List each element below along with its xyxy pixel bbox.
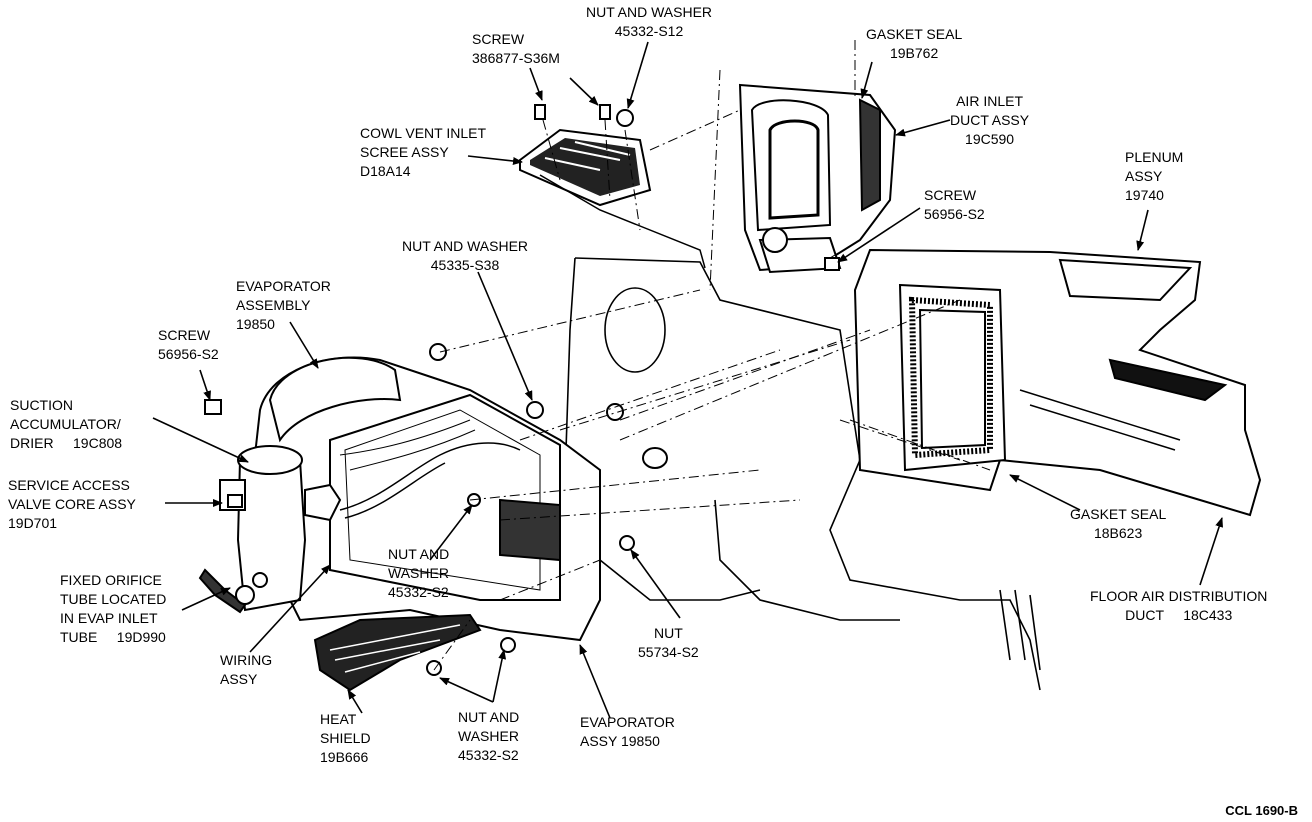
label-line: 55734-S2: [638, 644, 699, 660]
label-line: SERVICE ACCESS: [8, 477, 130, 493]
label-line: 19850: [236, 316, 275, 332]
fasteners: [204, 104, 840, 676]
label-line: WASHER: [458, 728, 519, 744]
label-line: ACCUMULATOR/: [10, 416, 121, 432]
label-line: 45335-S38: [430, 257, 500, 273]
label-line: WASHER: [388, 565, 449, 581]
label-suction-accumulator: SUCTION ACCUMULATOR/ DRIER 19C808: [10, 396, 122, 453]
label-line: DRIER 19C808: [10, 435, 123, 451]
label-line: NUT AND: [458, 709, 520, 725]
label-line: FLOOR AIR DISTRIBUTION: [1090, 588, 1268, 604]
label-line: 45332-S2: [388, 584, 449, 600]
label-screw-right: SCREW 56956-S2: [924, 186, 985, 224]
label-line: SCREW: [472, 31, 525, 47]
label-line: SUCTION: [10, 397, 73, 413]
air-inlet-duct: [738, 83, 897, 274]
label-service-access: SERVICE ACCESS VALVE CORE ASSY 19D701: [8, 476, 136, 533]
label-heat-shield: HEAT SHIELD 19B666: [320, 710, 371, 767]
label-line: VALVE CORE ASSY: [8, 496, 136, 512]
label-line: NUT: [653, 625, 683, 641]
label-line: SCREE ASSY: [360, 144, 449, 160]
label-line: 56956-S2: [158, 346, 219, 362]
label-line: TUBE 19D990: [60, 629, 166, 645]
label-screw-top: SCREW 386877-S36M: [472, 30, 560, 68]
label-line: GASKET SEAL: [866, 26, 963, 42]
label-evaporator-assy-bottom: EVAPORATOR ASSY 19850: [580, 713, 675, 751]
label-line: DUCT ASSY: [950, 112, 1030, 128]
label-line: 19B666: [320, 749, 369, 765]
label-line: ASSEMBLY: [236, 297, 311, 313]
label-line: ASSY: [1125, 168, 1163, 184]
label-line: EVAPORATOR: [236, 278, 331, 294]
label-air-inlet-duct: AIR INLET DUCT ASSY 19C590: [950, 92, 1029, 149]
label-floor-air-duct: FLOOR AIR DISTRIBUTION DUCT 18C433: [1090, 587, 1267, 625]
label-line: 18B623: [1093, 525, 1143, 541]
label-line: SCREW: [158, 327, 211, 343]
label-line: 56956-S2: [924, 206, 985, 222]
label-line: 45332-S2: [458, 747, 519, 763]
label-nut-washer-bottom: NUT AND WASHER 45332-S2: [458, 708, 519, 765]
label-plenum: PLENUM ASSY 19740: [1125, 148, 1183, 205]
label-line: NUT AND: [388, 546, 450, 562]
label-nut-washer-mid: NUT AND WASHER 45335-S38: [402, 237, 528, 275]
label-line: PLENUM: [1125, 149, 1184, 165]
label-line: IN EVAP INLET: [60, 610, 158, 626]
label-line: WIRING: [220, 652, 273, 668]
label-line: EVAPORATOR: [580, 714, 675, 730]
evaporator-assy: [248, 356, 601, 642]
label-line: D18A14: [360, 163, 411, 179]
label-line: 19740: [1125, 187, 1164, 203]
label-line: 19B762: [889, 45, 939, 61]
label-line: NUT AND WASHER: [402, 238, 529, 254]
dash-panel: [564, 257, 1041, 691]
cowl-vent-screen: [519, 128, 706, 269]
label-line: AIR INLET: [956, 93, 1023, 109]
label-fixed-orifice: FIXED ORIFICE TUBE LOCATED IN EVAP INLET…: [60, 571, 166, 647]
label-line: FIXED ORIFICE: [60, 572, 162, 588]
label-line: SCREW: [924, 187, 977, 203]
label-gasket-seal-top: GASKET SEAL 19B762: [866, 25, 962, 63]
label-line: NUT AND WASHER: [586, 4, 713, 20]
heat-shield: [313, 613, 482, 692]
label-line: COWL VENT INLET: [360, 125, 487, 141]
label-wiring: WIRING ASSY: [220, 651, 272, 689]
label-line: 19D701: [8, 515, 58, 531]
label-line: HEAT: [320, 711, 357, 727]
label-line: SHIELD: [320, 730, 371, 746]
label-line: 19C590: [965, 131, 1015, 147]
plenum-assy: [853, 248, 1262, 517]
label-line: ASSY: [220, 671, 258, 687]
label-cowl-vent: COWL VENT INLET SCREE ASSY D18A14: [360, 124, 486, 181]
label-line: GASKET SEAL: [1070, 506, 1167, 522]
figure-code: CCL 1690-B: [1225, 803, 1298, 818]
label-nut: NUT 55734-S2: [638, 624, 699, 662]
label-line: ASSY 19850: [580, 733, 660, 749]
label-evaporator-assembly: EVAPORATOR ASSEMBLY 19850: [236, 277, 331, 334]
wiring-assy: [339, 442, 521, 519]
label-line: TUBE LOCATED: [60, 591, 167, 607]
label-gasket-seal-right: GASKET SEAL 18B623: [1070, 505, 1166, 543]
label-nut-washer-center: NUT AND WASHER 45332-S2: [388, 545, 449, 602]
label-line: DUCT 18C433: [1125, 607, 1233, 623]
label-line: 45332-S12: [614, 23, 684, 39]
label-screw-left: SCREW 56956-S2: [158, 326, 219, 364]
label-line: 386877-S36M: [472, 50, 560, 66]
alignment-lines: [433, 40, 991, 671]
leader-arrows: [152, 41, 1223, 719]
label-nut-washer-top: NUT AND WASHER 45332-S12: [586, 3, 712, 41]
